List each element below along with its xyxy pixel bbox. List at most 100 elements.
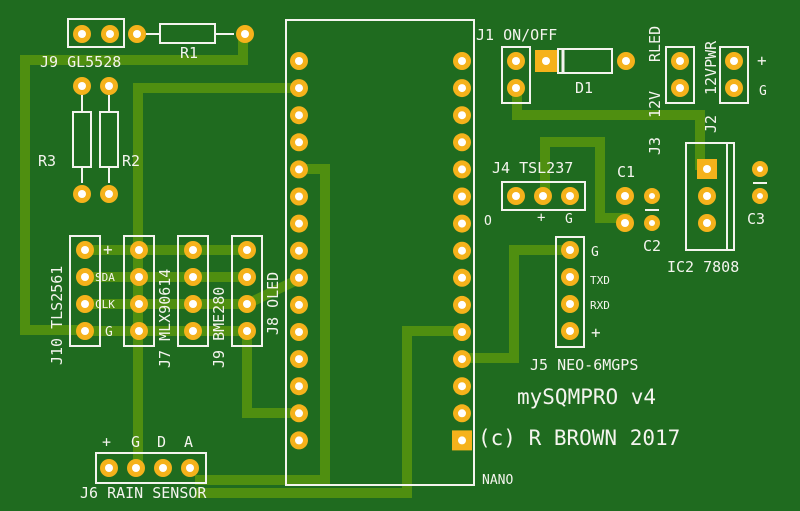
j6-d-label: D (157, 433, 166, 451)
nano-pin-right-hole (458, 165, 466, 174)
i2c-header-outline (123, 235, 155, 347)
j4-o-label: O (484, 214, 492, 229)
c2-capacitor (644, 188, 660, 231)
j4-outline (501, 181, 586, 211)
board-title: mySQMPRO v4 (517, 385, 656, 409)
j9-gl5528-pads (73, 25, 119, 43)
j9-gl5528-outline (67, 18, 125, 48)
i2c-header-pin-hole (243, 327, 251, 335)
nano-pin-left-hole (295, 382, 303, 391)
nano-pin-right-hole (458, 328, 466, 336)
c3-capacitor (752, 161, 768, 204)
j5-txd-label: TXD (590, 274, 610, 287)
j6-pin-hole (159, 464, 167, 472)
c1-capacitor (616, 187, 634, 232)
i2c-header-pin-hole (81, 273, 89, 281)
j6-a-label: A (184, 433, 193, 451)
nano-pin-left-hole (295, 165, 303, 174)
j2-label: J2 (702, 115, 720, 133)
r3-resistor (72, 77, 92, 203)
nano-pin-left-hole (295, 355, 303, 364)
ic2-label: IC2 7808 (667, 258, 739, 276)
board-copyright: (c) R BROWN 2017 (478, 426, 680, 450)
trace-nano-right-col (195, 164, 330, 485)
copper-traces (20, 30, 705, 498)
j5-rxd-label: RXD (590, 299, 610, 312)
j6-outline (95, 452, 207, 484)
nano-pin-right-hole (458, 57, 466, 65)
j5-outline (555, 236, 585, 348)
nano-pins (290, 52, 472, 451)
i2c-headers (69, 235, 263, 347)
j3-outline (665, 46, 695, 104)
nano-pin-right-hole (458, 273, 466, 282)
j5-pin-hole (566, 300, 574, 308)
j3-12v-label: 12V (646, 91, 664, 118)
j3-rled-label: RLED (646, 26, 664, 62)
i2c-header-pin-hole (243, 300, 251, 308)
j1-label: J1 ON/OFF (476, 26, 557, 44)
r3-label: R3 (38, 152, 56, 170)
r2-label: R2 (122, 152, 140, 170)
nano-pin-left-hole (295, 138, 303, 147)
j8-label: J8 OLED (264, 272, 282, 335)
j6-pin-hole (132, 464, 140, 472)
j5-pads (561, 241, 579, 340)
j4-label: J4 TSL237 (492, 159, 573, 177)
j2-outline (719, 46, 749, 104)
nano-pin-right-hole (458, 355, 466, 364)
i2c-plus-label: + (103, 240, 113, 259)
i2c-header-pin-hole (135, 246, 143, 254)
d1-label: D1 (575, 79, 593, 97)
j2-plus-label: + (757, 51, 767, 70)
j5-plus-label: + (591, 323, 601, 342)
j2-12vpwr-label: 12VPWR (702, 40, 720, 95)
c1-label: C1 (617, 163, 635, 181)
j6-pin-hole (186, 464, 194, 472)
nano-pin-left-hole (295, 57, 303, 65)
r1-label: R1 (180, 44, 198, 62)
trace-rain (195, 326, 467, 498)
j6-plus-label: + (102, 433, 111, 451)
j6-g-label: G (131, 433, 140, 451)
i2c-header-pin-hole (189, 273, 197, 281)
j10-label: J10 TLS2561 (48, 266, 66, 365)
j5-pin-hole (566, 273, 574, 281)
i2c-header-pin-hole (135, 273, 143, 281)
j6-pin-hole (105, 464, 113, 472)
trace-r1-left (20, 30, 248, 335)
nano-pin-right-hole (458, 300, 466, 309)
j4-g-label: G (565, 212, 573, 227)
nano-pin-left-hole (295, 328, 303, 336)
trace-gps (457, 245, 575, 363)
nano-pin-left-hole (295, 111, 303, 120)
j3-label: J3 (646, 137, 664, 155)
nano-pin-right-hole (458, 246, 466, 255)
i2c-header-pin-hole (135, 300, 143, 308)
nano-pin-right-hole (458, 409, 466, 418)
r1-resistor (128, 23, 254, 44)
nano-pin-left-hole (295, 246, 303, 255)
j1-pads (507, 52, 525, 97)
i2c-header-outline (69, 235, 101, 347)
j5-g-label: G (591, 245, 599, 260)
i2c-header-pin-hole (189, 246, 197, 254)
i2c-header-outline (177, 235, 209, 347)
i2c-clk-label: CLK (95, 298, 115, 311)
nano-label: NANO (482, 473, 513, 488)
nano-pin-left-hole (295, 192, 303, 201)
j9-gl5528-label: J9 GL5528 (40, 53, 121, 71)
j3-pads (671, 52, 689, 97)
trace-oled-sda (240, 273, 304, 311)
nano-outline (285, 19, 475, 486)
nano-pin-left-hole (295, 300, 303, 309)
r2-resistor (99, 77, 119, 203)
c2-label: C2 (643, 237, 661, 255)
j6-pads (100, 459, 199, 477)
nano-pin-left-hole (295, 409, 303, 418)
nano-pin-right-hole (458, 138, 466, 147)
nano-pin-left-hole (295, 84, 303, 93)
ic2-outline (685, 142, 735, 251)
i2c-header-pin-hole (81, 300, 89, 308)
